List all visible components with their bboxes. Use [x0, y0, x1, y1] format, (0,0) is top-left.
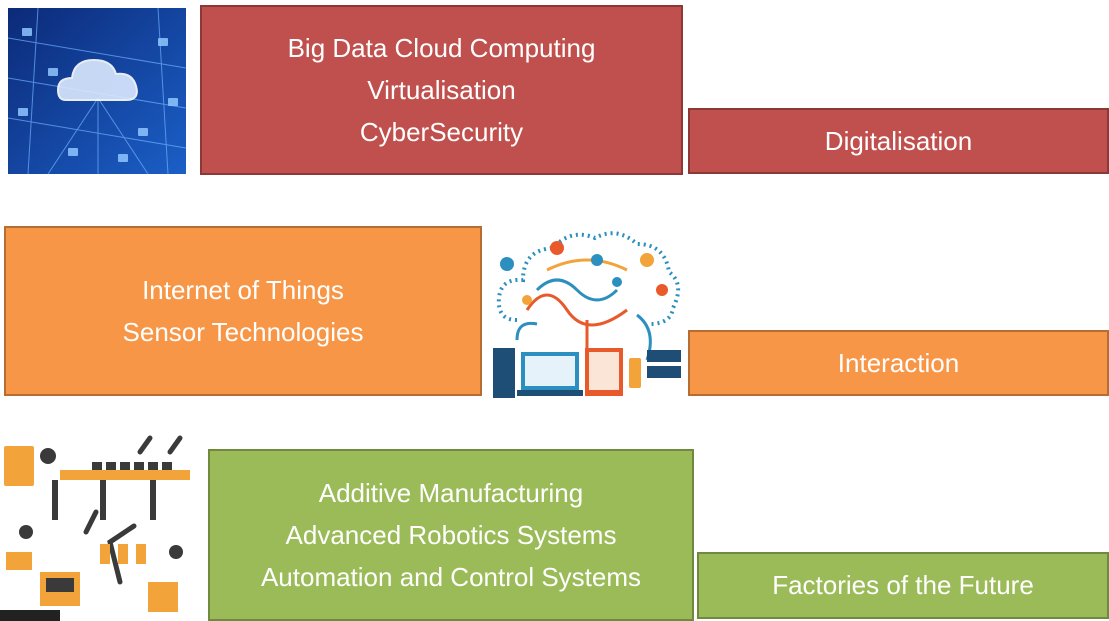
factory-robots-icon	[0, 432, 200, 621]
iot-devices-icon	[487, 220, 687, 406]
iot-devices-image	[487, 220, 687, 406]
category-label: Digitalisation	[824, 125, 973, 156]
category-box-interaction: Interaction	[688, 330, 1109, 396]
category-box-digitalisation: Digitalisation	[688, 108, 1109, 174]
technology-box-interaction: Internet of Things Sensor Technologies	[4, 226, 482, 396]
technology-box-digitalisation: Big Data Cloud Computing Virtualisation …	[200, 5, 683, 175]
cloud-network-image	[8, 8, 186, 174]
technology-line: CyberSecurity	[359, 117, 524, 147]
technology-line: Internet of Things	[142, 275, 344, 305]
technology-line: Additive Manufacturing	[318, 478, 584, 508]
technology-line: Advanced Robotics Systems	[285, 520, 617, 550]
category-label: Interaction	[837, 347, 960, 378]
technology-line: Big Data Cloud Computing	[287, 33, 596, 63]
technology-line: Sensor Technologies	[122, 317, 364, 347]
technology-box-factories: Additive Manufacturing Advanced Robotics…	[208, 449, 694, 621]
technology-line: Virtualisation	[367, 75, 516, 105]
technology-line: Automation and Control Systems	[260, 562, 642, 592]
category-box-factories: Factories of the Future	[697, 552, 1109, 619]
category-label: Factories of the Future	[772, 570, 1034, 600]
factory-robots-image	[0, 432, 200, 621]
cloud-network-icon	[8, 8, 186, 174]
